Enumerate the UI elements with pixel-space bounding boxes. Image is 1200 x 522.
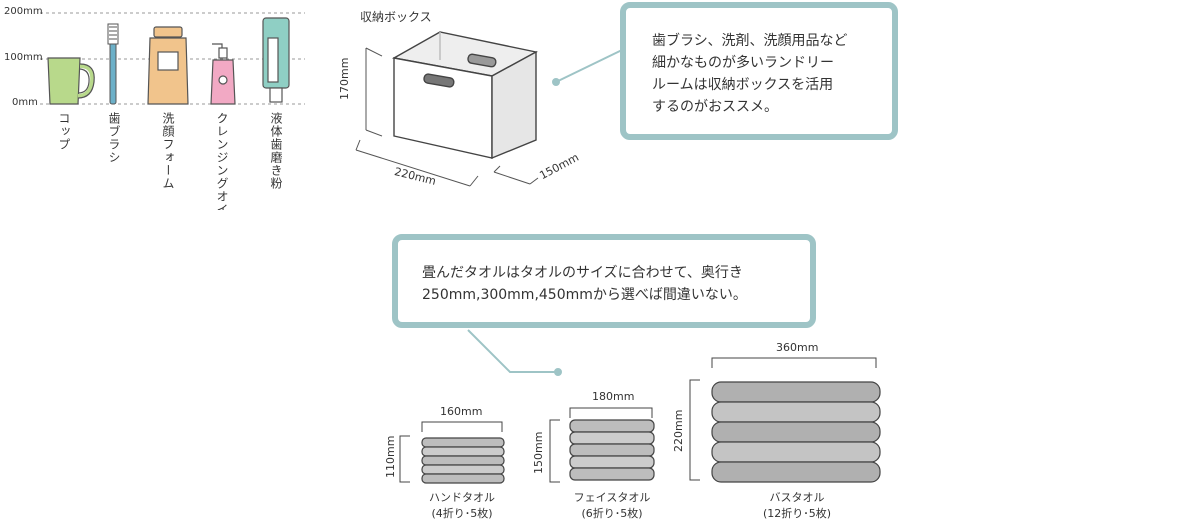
towel-dimension-lines — [399, 357, 877, 483]
item-label-cleansing-oil: クレンジングオイル — [216, 112, 228, 210]
face-towel-caption: フェイスタオル (6折り･5枚) — [560, 490, 664, 522]
item-label-toothbrush: 歯ブラシ — [107, 112, 121, 164]
bath-towel-caption: バスタオル (12折り･5枚) — [742, 490, 852, 522]
storage-box-icon — [391, 31, 539, 160]
scale-label-200: 200mm — [4, 6, 43, 17]
toothbrush-icon — [107, 23, 119, 105]
bubble-connectors — [467, 49, 623, 376]
face-towel-name: フェイスタオル — [573, 491, 651, 504]
hand-towel-height: 110mm — [384, 435, 397, 478]
storage-box-title: 収納ボックス — [360, 10, 432, 24]
bath-towel-name: バスタオル — [769, 491, 825, 504]
hand-towel-icon — [421, 437, 505, 484]
bath-towel-width: 360mm — [776, 341, 819, 354]
tip-line: 細かなものが多いランドリー — [652, 55, 834, 71]
tip-bubble-towel: 畳んだタオルはタオルのサイズに合わせて、奥行き 250mm,300mm,450m… — [392, 234, 816, 328]
bath-towel-icon — [711, 381, 881, 483]
item-label-toothpaste: 液体歯磨き粉 — [269, 112, 283, 190]
cleansing-oil-icon — [210, 43, 236, 105]
scale-label-100: 100mm — [4, 52, 43, 63]
scale-label-0: 0mm — [12, 97, 38, 108]
face-towel-icon — [569, 419, 655, 481]
tip-line: ルームは収納ボックスを活用 — [652, 77, 834, 93]
face-towel-width: 180mm — [592, 390, 635, 403]
toothpaste-icon — [262, 17, 290, 103]
item-label-cup: コップ — [57, 112, 71, 151]
tip-line: 畳んだタオルはタオルのサイズに合わせて、奥行き — [422, 265, 743, 281]
face-towel-detail: (6折り･5枚) — [581, 507, 643, 520]
item-label-face-wash: 洗顔フォーム — [161, 112, 175, 190]
box-height-label: 170mm — [338, 57, 351, 100]
tip-line: 250mm,300mm,450mmから選べば間違いない。 — [422, 287, 747, 303]
hand-towel-width: 160mm — [440, 405, 483, 418]
tip-line: 歯ブラシ、洗剤、洗顔用品など — [652, 33, 848, 49]
hand-towel-caption: ハンドタオル (4折り･5枚) — [410, 490, 514, 522]
tip-bubble-storage: 歯ブラシ、洗剤、洗顔用品など 細かなものが多いランドリー ルームは収納ボックスを… — [620, 2, 898, 140]
hand-towel-detail: (4折り･5枚) — [431, 507, 493, 520]
bath-towel-detail: (12折り･5枚) — [762, 507, 832, 520]
cup-icon — [47, 57, 95, 105]
tip-line: するのがおススメ。 — [652, 99, 778, 115]
face-wash-icon — [147, 26, 189, 105]
box-dimension-lines — [355, 47, 539, 187]
face-towel-height: 150mm — [532, 431, 545, 474]
hand-towel-name: ハンドタオル — [429, 491, 495, 504]
bath-towel-height: 220mm — [672, 409, 685, 452]
